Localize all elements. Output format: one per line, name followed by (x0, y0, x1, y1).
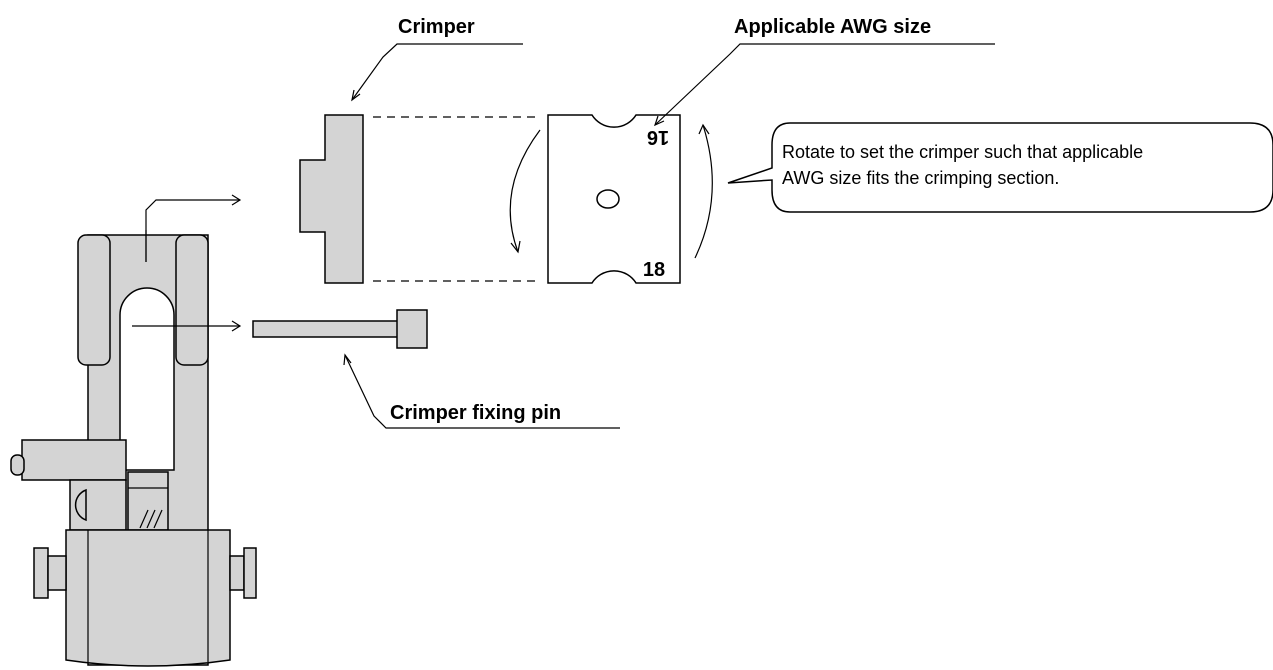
leader-crimper-arrowhead (351, 89, 361, 102)
tool-right-lobe (175, 234, 209, 366)
rotation-arrow-right-head (698, 123, 710, 135)
leader-awg (654, 43, 995, 126)
right-bolt-shank (229, 555, 245, 591)
label-crimper: Crimper (398, 16, 475, 38)
leader-awg-arrowhead (654, 115, 665, 127)
label-pin-group: Crimper fixing pin (343, 353, 620, 429)
pin-removal-arrowhead (231, 320, 242, 332)
tool-lower-housing (65, 529, 231, 667)
callout-bubble (727, 122, 1273, 213)
crimper-fixing-pin (252, 309, 428, 349)
rotation-arrow-right (694, 124, 713, 259)
callout-line-2: AWG size fits the crimping section. (782, 168, 1059, 188)
tool-slot (119, 287, 175, 471)
rotation-arrow-left (509, 129, 541, 253)
label-awg-size: Applicable AWG size (734, 16, 931, 38)
rotation-arrow-left-head (510, 240, 521, 254)
rotate-callout: Rotate to set the crimper such that appl… (727, 122, 1273, 213)
crimper-side-view (299, 114, 364, 284)
left-bolt-shank (47, 555, 67, 591)
crimper-front-view: 16 18 (547, 114, 681, 284)
crimper-center-hole (596, 189, 620, 209)
leader-pin (344, 354, 620, 429)
label-fixing-pin: Crimper fixing pin (390, 402, 561, 424)
pin-head (396, 309, 428, 349)
pin-shaft (252, 320, 399, 338)
size-label-top: 16 (647, 126, 669, 148)
tool-side-block (21, 439, 127, 481)
crimping-tool-body (10, 230, 257, 667)
tool-side-knob (10, 454, 25, 476)
plunger-hatch-3 (153, 509, 163, 529)
leader-crimper (351, 43, 523, 101)
plunger-hatch-1 (139, 509, 149, 529)
tool-plunger (127, 471, 169, 531)
leader-pin-arrowhead (343, 353, 352, 366)
label-awg-group: Applicable AWG size (654, 16, 995, 127)
tool-left-lobe (77, 234, 111, 366)
tool-side-round (74, 488, 87, 522)
left-bolt-head (33, 547, 49, 599)
crimper-removal-arrow (145, 199, 240, 262)
size-label-bottom: 18 (643, 259, 665, 281)
tool-arrows (132, 194, 242, 332)
plunger-hatch-2 (146, 509, 156, 529)
crimper-removal-arrowhead (231, 194, 242, 206)
label-crimper-group: Crimper (351, 16, 523, 102)
callout-line-1: Rotate to set the crimper such that appl… (782, 142, 1143, 162)
crimper-profile (299, 114, 364, 284)
right-bolt-head (243, 547, 257, 599)
rotation-arrows (509, 123, 713, 259)
